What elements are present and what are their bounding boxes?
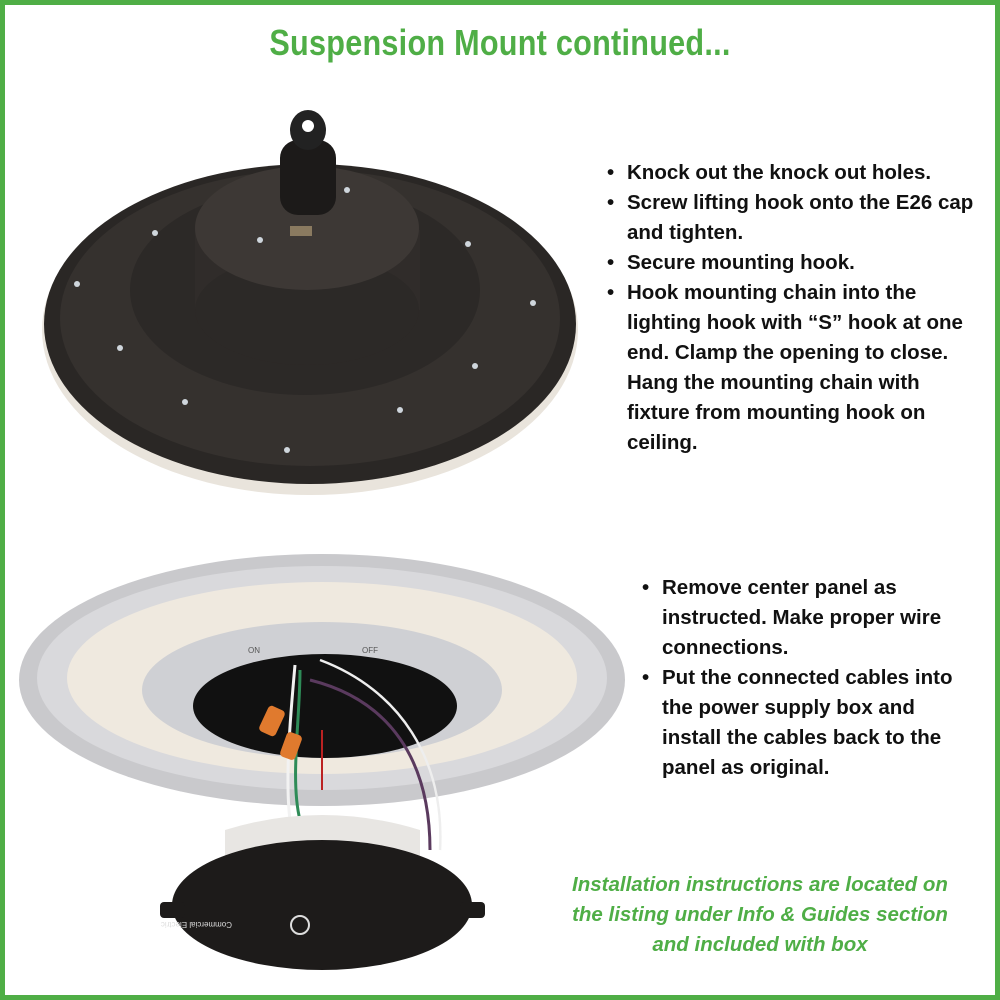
instruction-item: Screw lifting hook onto the E26 cap and … — [607, 188, 987, 248]
instruction-item: Put the connected cables into the power … — [642, 663, 972, 783]
installation-note: Installation instructions are located on… — [572, 873, 948, 956]
on-label: ON — [248, 646, 260, 655]
instruction-item: Knock out the knock out holes. — [607, 158, 987, 188]
instructions-list-bottom: Remove center panel as instructed. Make … — [642, 573, 972, 783]
off-label: OFF — [362, 646, 378, 655]
instruction-item: Hook mounting chain into the lighting ho… — [607, 278, 987, 458]
instruction-item: Secure mounting hook. — [607, 248, 987, 278]
page-title: Suspension Mount continued... — [269, 22, 731, 63]
fixture-back-image — [42, 110, 578, 495]
instructions-list-top: Knock out the knock out holes. Screw lif… — [607, 158, 987, 458]
fixture-front-image: ON OFF Commercial Electric — [19, 554, 625, 970]
brand-logo-icon — [290, 915, 310, 935]
instruction-item: Remove center panel as instructed. Make … — [642, 573, 972, 663]
brand-logo-text: Commercial Electric — [161, 920, 232, 929]
